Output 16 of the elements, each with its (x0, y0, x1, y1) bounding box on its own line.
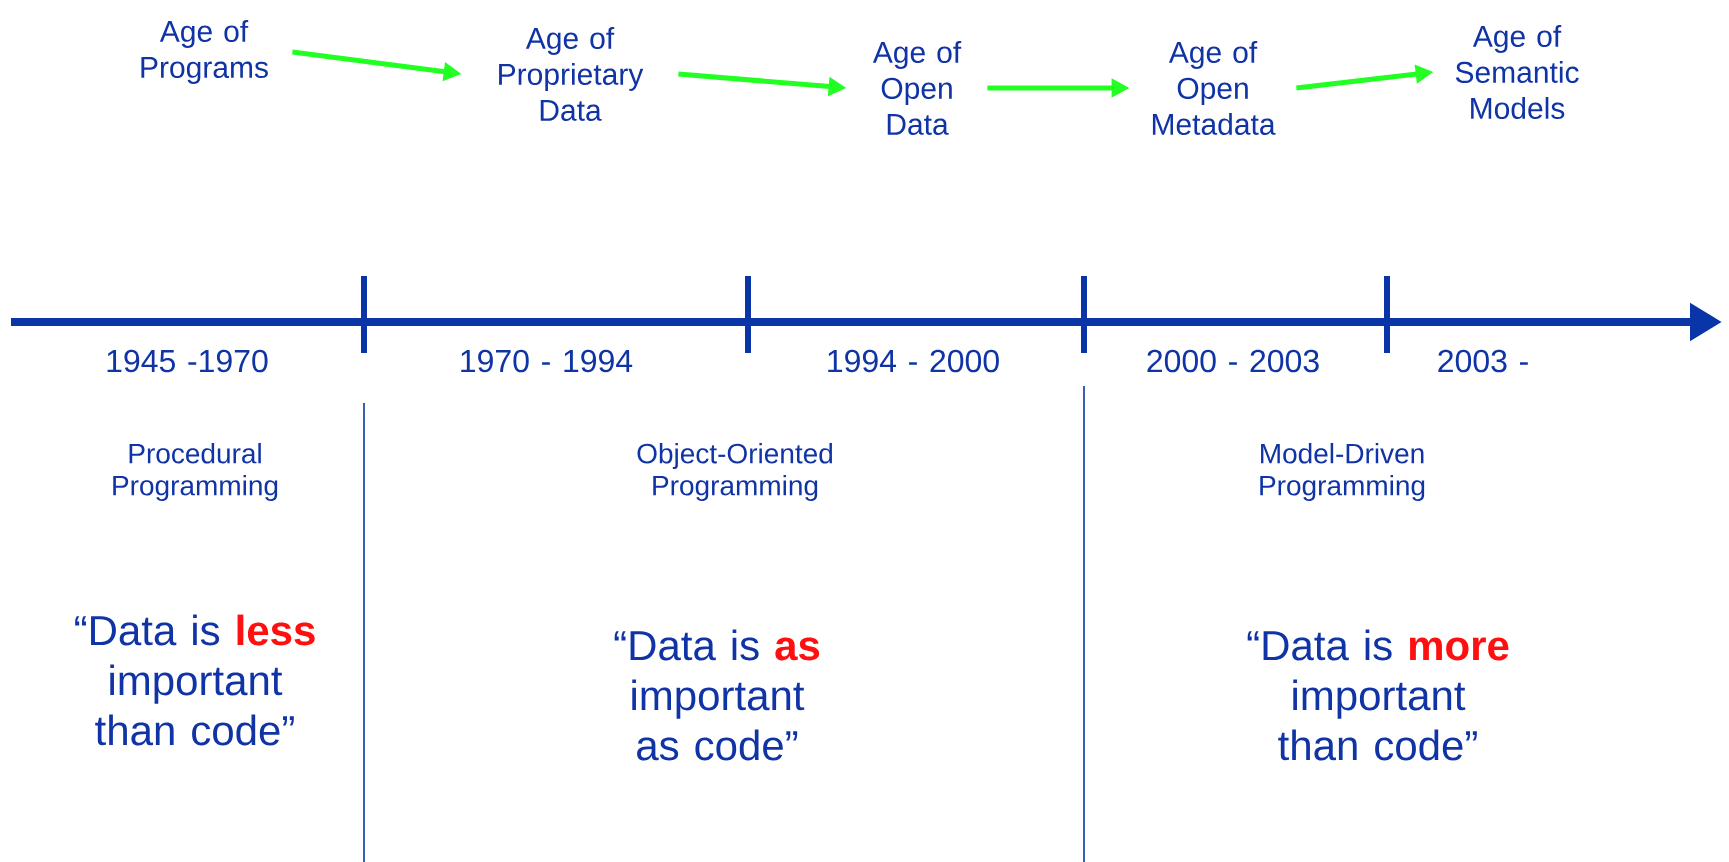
paradigm-label: Object-Oriented Programming (637, 442, 832, 502)
era-label: Age of Programs (141, 20, 268, 84)
era-label: Age of Open Data (872, 41, 962, 135)
era-label: Age of Proprietary Data (499, 27, 644, 121)
year-range: 1945 -1970 (107, 349, 268, 373)
paradigm-label: Procedural Programming (113, 442, 278, 502)
quote-text: “Data is more important than code” (1247, 629, 1509, 761)
paradigm-label: Model-Driven Programming (1260, 442, 1425, 502)
quote-text: “Data is as important as code” (614, 629, 820, 761)
year-range: 2000 - 2003 (1147, 349, 1319, 373)
era-label: Age of Open Metadata (1152, 41, 1276, 135)
quote-text: “Data is less important than code” (75, 614, 315, 746)
era-label: Age of Semantic Models (1455, 25, 1579, 119)
year-range: 1970 - 1994 (461, 349, 633, 373)
year-range: 1994 - 2000 (828, 349, 999, 373)
year-range: 2003 - (1438, 349, 1528, 373)
